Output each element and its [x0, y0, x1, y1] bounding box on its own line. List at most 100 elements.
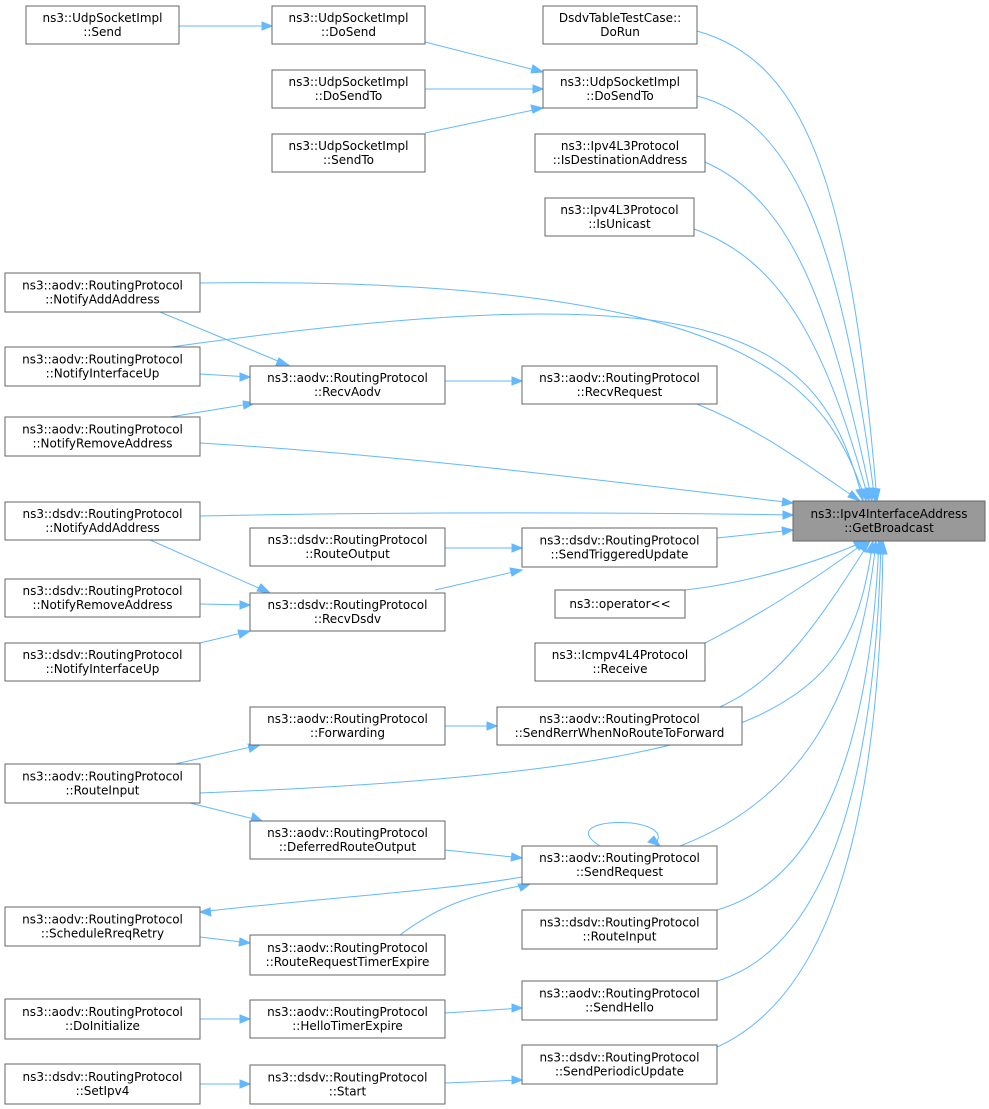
edge-line: [444, 1007, 523, 1014]
arrowhead-icon: [261, 21, 274, 31]
edge-aodv-hello-timer-aodv-do-init: [200, 1014, 252, 1024]
edge-line: [684, 540, 866, 591]
node-udp-send-to[interactable]: ns3::UdpSocketImpl::SendTo: [271, 133, 426, 173]
edge-line: [588, 822, 659, 847]
node-aodv-notify-add[interactable]: ns3::aodv::RoutingProtocol::NotifyAddAdd…: [4, 272, 201, 313]
edge-dsdv-send-triggered-dsdv-recv-dsdv: [434, 567, 524, 591]
node-aodv-route-input[interactable]: ns3::aodv::RoutingProtocol::RouteInput: [4, 763, 201, 804]
node-label: ::RouteRequestTimerExpire: [266, 955, 430, 969]
edge-target-icmp-receive: [704, 540, 869, 644]
node-label: ns3::aodv::RoutingProtocol: [22, 770, 183, 784]
edge-target-aodv-send-rerr: [719, 539, 872, 708]
arrowhead-icon: [511, 1003, 524, 1013]
node-label: ns3::UdpSocketImpl: [289, 75, 409, 89]
node-aodv-deferred[interactable]: ns3::aodv::RoutingProtocol::DeferredRout…: [249, 820, 446, 860]
node-label: ::DoSendTo: [315, 89, 383, 103]
edge-line: [693, 228, 870, 502]
node-aodv-sched-rreq[interactable]: ns3::aodv::RoutingProtocol::ScheduleRreq…: [4, 906, 201, 947]
node-dsdv-recv-dsdv[interactable]: ns3::dsdv::RoutingProtocol::RecvDsdv: [249, 592, 446, 632]
arrowhead-icon: [237, 629, 252, 639]
edge-udp-do-send-udp-send: [179, 21, 274, 31]
node-ipv4-is-dest[interactable]: ns3::Ipv4L3Protocol::IsDestinationAddres…: [534, 133, 706, 173]
node-label: ns3::dsdv::RoutingProtocol: [23, 584, 183, 598]
node-label: ns3::Ipv4L3Protocol: [561, 139, 679, 153]
node-label: ns3::UdpSocketImpl: [289, 11, 409, 25]
node-icmp-receive[interactable]: ns3::Icmpv4L4Protocol::Receive: [534, 642, 706, 682]
edge-line: [716, 540, 882, 982]
edge-aodv-recv-aodv-aodv-notify-up: [199, 372, 252, 382]
node-label: ns3::aodv::RoutingProtocol: [267, 941, 428, 955]
node-label: ::DeferredRouteOutput: [279, 840, 417, 854]
arrowhead-icon: [239, 1079, 252, 1089]
node-dsdv-notify-remove[interactable]: ns3::dsdv::RoutingProtocol::NotifyRemove…: [4, 578, 201, 618]
node-aodv-forwarding[interactable]: ns3::aodv::RoutingProtocol::Forwarding: [249, 706, 446, 746]
node-dsdv-set-ipv4[interactable]: ns3::dsdv::RoutingProtocol::SetIpv4: [4, 1063, 201, 1105]
edge-aodv-send-request-aodv-rreq-timer: [399, 883, 532, 936]
node-label: ns3::aodv::RoutingProtocol: [539, 712, 700, 726]
arrowhead-icon: [511, 543, 524, 553]
arrowhead-icon: [238, 937, 252, 947]
node-aodv-send-request[interactable]: ns3::aodv::RoutingProtocol::SendRequest: [521, 845, 718, 885]
node-label: ::NotifyAddAddress: [45, 521, 160, 535]
arrowhead-icon: [782, 510, 795, 520]
arrowhead-icon: [198, 907, 212, 917]
node-target[interactable]: ns3::Ipv4InterfaceAddress::GetBroadcast: [792, 500, 986, 542]
edge-aodv-sched-rreq-aodv-send-request: [198, 876, 523, 917]
node-label: ns3::dsdv::RoutingProtocol: [268, 1071, 428, 1085]
edge-aodv-send-request-aodv-deferred: [444, 849, 524, 862]
edge-line: [174, 744, 261, 765]
edges: [149, 21, 888, 1089]
edge-line: [716, 529, 794, 539]
node-dsdv-start[interactable]: ns3::dsdv::RoutingProtocol::Start: [249, 1064, 446, 1105]
node-label: ns3::dsdv::RoutingProtocol: [268, 533, 428, 547]
node-label: ns3::Ipv4InterfaceAddress: [811, 507, 968, 521]
node-aodv-send-hello[interactable]: ns3::aodv::RoutingProtocol::SendHello: [521, 980, 718, 1021]
arrowhead-icon: [239, 372, 252, 382]
node-label: ::RouteOutput: [305, 547, 390, 561]
node-label: ns3::dsdv::RoutingProtocol: [23, 1070, 183, 1084]
node-label: ::NotifyRemoveAddress: [32, 437, 172, 451]
node-aodv-recv-aodv[interactable]: ns3::aodv::RoutingProtocol::RecvAodv: [249, 365, 446, 405]
node-dsdv-send-periodic[interactable]: ns3::dsdv::RoutingProtocol::SendPeriodic…: [521, 1044, 718, 1085]
node-aodv-notify-remove[interactable]: ns3::aodv::RoutingProtocol::NotifyRemove…: [4, 416, 201, 457]
edge-aodv-recv-aodv-aodv-notify-add: [159, 311, 292, 367]
node-aodv-notify-up[interactable]: ns3::aodv::RoutingProtocol::NotifyInterf…: [4, 346, 201, 387]
node-aodv-rreq-timer[interactable]: ns3::aodv::RoutingProtocol::RouteRequest…: [249, 934, 446, 976]
node-label: ::IsDestinationAddress: [553, 153, 688, 167]
node-label: ns3::aodv::RoutingProtocol: [22, 423, 183, 437]
node-dsdv-notify-up[interactable]: ns3::dsdv::RoutingProtocol::NotifyInterf…: [4, 642, 201, 682]
node-dsdv-route-input[interactable]: ns3::dsdv::RoutingProtocol::RouteInput: [521, 909, 718, 950]
node-aodv-do-init[interactable]: ns3::aodv::RoutingProtocol::DoInitialize: [4, 998, 201, 1040]
edge-aodv-send-hello-aodv-hello-timer: [444, 1003, 524, 1014]
arrowhead-icon: [510, 852, 524, 862]
node-ipv4-is-unicast[interactable]: ns3::Ipv4L3Protocol::IsUnicast: [544, 197, 695, 237]
node-aodv-send-rerr[interactable]: ns3::aodv::RoutingProtocol::SendRerrWhen…: [496, 706, 743, 746]
edge-line: [704, 540, 868, 644]
edge-line: [159, 311, 291, 367]
edge-line: [199, 282, 867, 502]
edge-aodv-recv-request-aodv-recv-aodv: [445, 376, 524, 386]
edge-dsdv-recv-dsdv-dsdv-notify-up: [199, 629, 252, 644]
node-aodv-hello-timer[interactable]: ns3::aodv::RoutingProtocol::HelloTimerEx…: [249, 999, 446, 1039]
node-dsdv-route-output[interactable]: ns3::dsdv::RoutingProtocol::RouteOutput: [249, 527, 446, 567]
edge-line: [444, 1079, 523, 1084]
node-label: ::DoInitialize: [65, 1019, 140, 1033]
node-label: ::IsUnicast: [588, 217, 651, 231]
node-udp-do-send-to[interactable]: ns3::UdpSocketImpl::DoSendTo: [542, 69, 698, 109]
node-udp-do-send-to2[interactable]: ns3::UdpSocketImpl::DoSendTo: [271, 69, 426, 109]
node-label: ns3::dsdv::RoutingProtocol: [540, 916, 700, 930]
node-dsdv-notify-add[interactable]: ns3::dsdv::RoutingProtocol::NotifyAddAdd…: [4, 501, 201, 541]
arrowhead-icon: [781, 526, 795, 536]
edge-aodv-deferred-aodv-route-input: [189, 802, 264, 822]
node-label: ns3::aodv::RoutingProtocol: [267, 826, 428, 840]
edge-line: [444, 849, 523, 859]
edge-target-dsdv-send-triggered: [716, 526, 795, 539]
node-udp-do-send[interactable]: ns3::UdpSocketImpl::DoSend: [271, 5, 426, 45]
node-aodv-recv-request[interactable]: ns3::aodv::RoutingProtocol::RecvRequest: [521, 365, 718, 405]
node-udp-send[interactable]: ns3::UdpSocketImpl::Send: [25, 5, 180, 45]
node-operator-ll[interactable]: ns3::operator<<: [554, 589, 686, 619]
node-dsdv-send-triggered[interactable]: ns3::dsdv::RoutingProtocol::SendTriggere…: [521, 527, 718, 568]
node-dsdv-test-do-run[interactable]: DsdvTableTestCase::DoRun: [542, 5, 698, 45]
